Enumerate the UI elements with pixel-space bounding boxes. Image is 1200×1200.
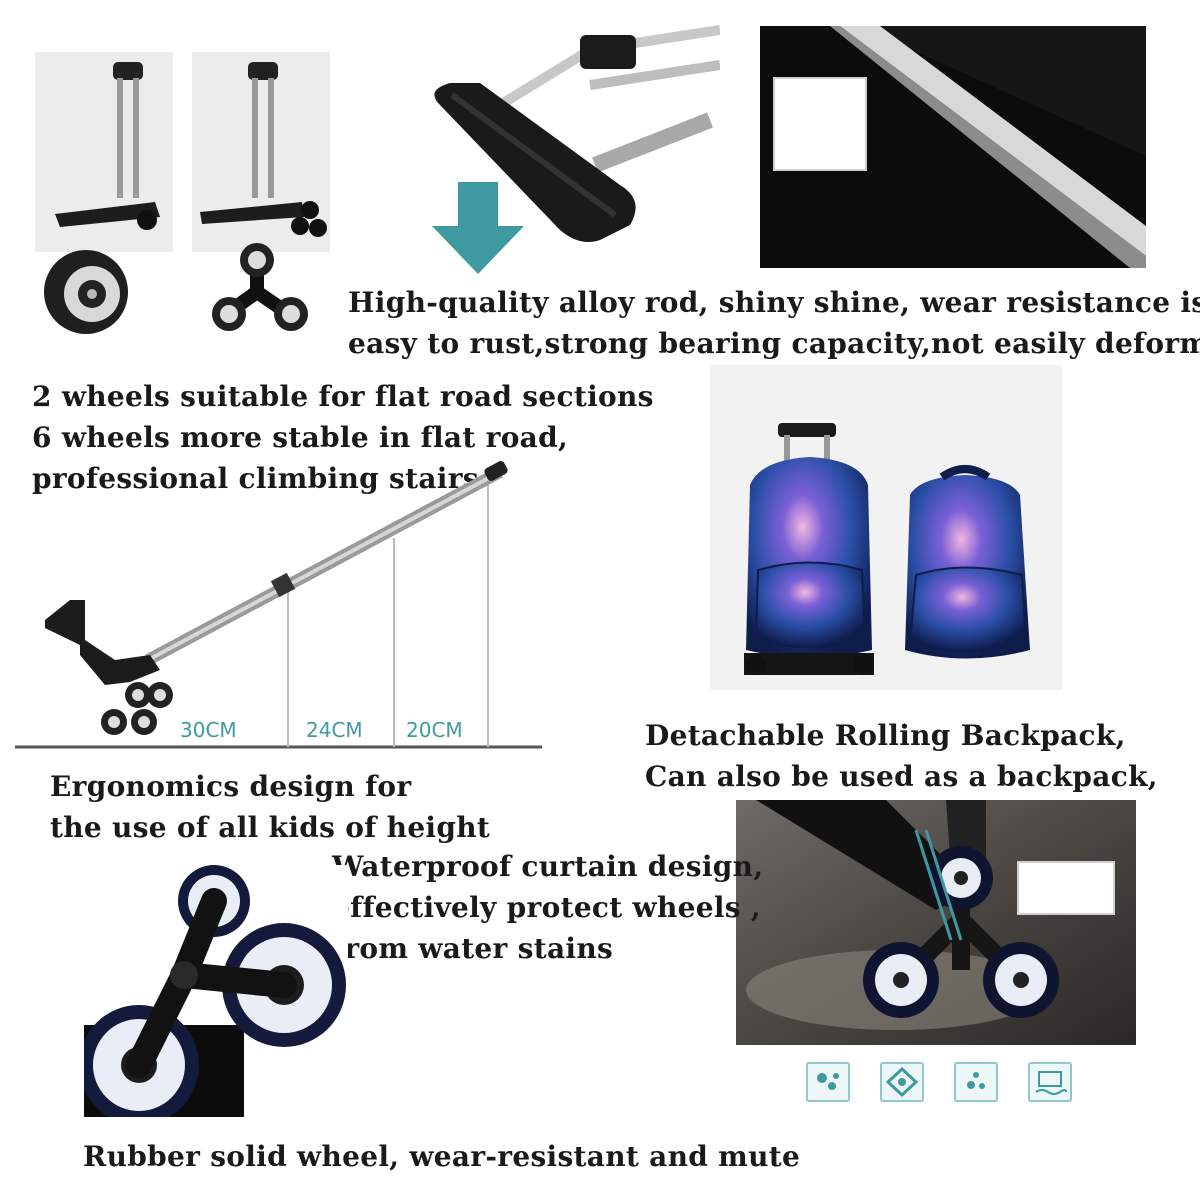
wheels-line-1: 2 wheels suitable for flat road sections [32,380,654,413]
height-label-24cm: 24CM [306,718,363,742]
rubber-caption: Rubber solid wheel, wear-resistant and m… [83,1140,801,1173]
height-label-30cm: 30CM [180,718,237,742]
single-wheel-closeup [42,248,130,336]
water-wheels-photo [736,800,1136,1045]
height-diagram [10,460,550,760]
rod-closeup-photo [760,26,1146,268]
alloy-rod-line-1: High-quality alloy rod, shiny shine, wea… [348,286,1200,319]
alloy-rod-line-2: easy to rust,strong bearing capacity,not… [348,327,1200,360]
detachable-caption: Detachable Rolling Backpack, Can also be… [645,715,1158,797]
height-label-20cm: 20CM [406,718,463,742]
ergonomics-caption: Ergonomics design for the use of all kid… [50,766,490,848]
eye-shield-icon [880,1062,924,1102]
alloy-rod-caption: High-quality alloy rod, shiny shine, wea… [348,282,1200,364]
ergonomics-line-1: Ergonomics design for [50,770,412,803]
ergonomics-line-2: the use of all kids of height [50,811,491,844]
waterproof-caption: Waterproof curtain design, effectively p… [332,846,763,969]
detachable-line-1: Detachable Rolling Backpack, [645,719,1126,752]
trolley-2-wheel-photo [35,52,173,252]
triple-wheel-closeup [205,242,315,342]
backpacks-photo [710,365,1062,690]
handle-photo [420,25,721,265]
trolley-6-wheel-photo [192,52,330,252]
big-wheel-photo [84,865,348,1117]
wheels-line-2: 6 wheels more stable in flat road, [32,421,569,454]
wheels-line-3: professional climbing stairs [32,462,479,495]
waterproof-line-1: Waterproof curtain design, [332,850,764,883]
water-level-icon [1028,1062,1072,1102]
waterproof-line-3: from water stains [332,932,614,965]
droplets-icon [954,1062,998,1102]
wheels-caption: 2 wheels suitable for flat road sections… [32,376,654,499]
waterproof-line-2: effectively protect wheels , [332,891,761,924]
detachable-line-2: Can also be used as a backpack, [645,760,1158,793]
wheel-dots-icon [806,1062,850,1102]
down-arrow-icon [432,182,524,274]
